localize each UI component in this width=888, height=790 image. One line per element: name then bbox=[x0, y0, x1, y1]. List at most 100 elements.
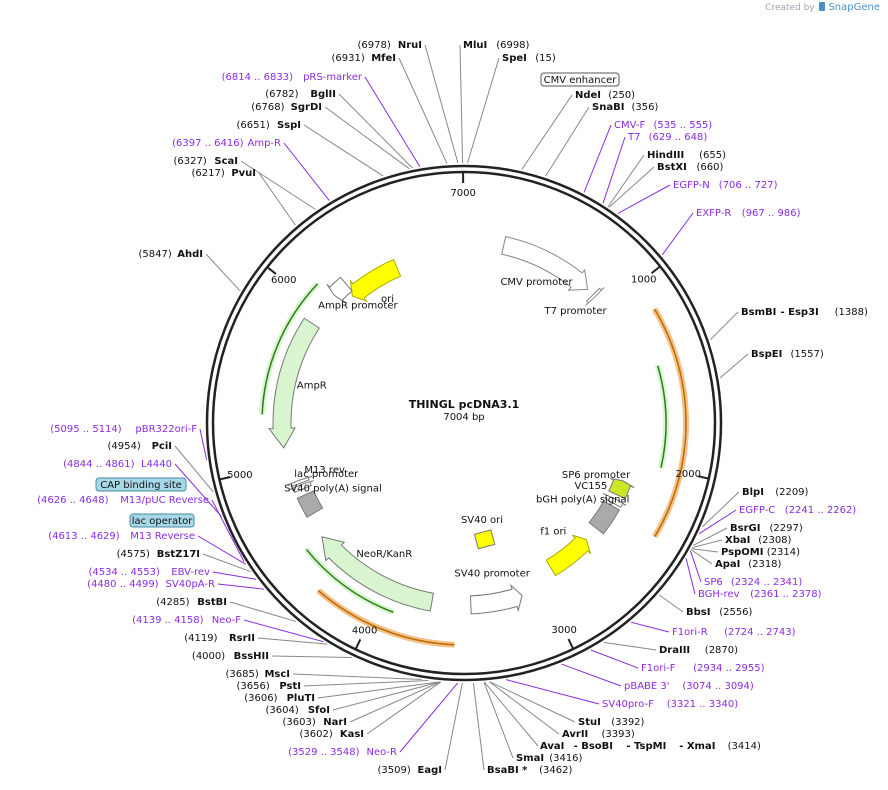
site-position: (2934 .. 2955) bbox=[693, 663, 765, 674]
site-name: MfeI bbox=[371, 53, 396, 64]
sv40-ori-box bbox=[473, 529, 496, 550]
enzyme-label: StuI(3392) bbox=[578, 717, 645, 728]
site-position: (6768) bbox=[251, 102, 284, 113]
site-position: (4613 .. 4629) bbox=[48, 531, 120, 542]
ruler-tick-label: 7000 bbox=[450, 188, 475, 199]
enzyme-label: SmaI(3416) bbox=[516, 753, 583, 764]
site-position: (6814 .. 6833) bbox=[222, 72, 294, 83]
primer-label: pBABE 3'(3074 .. 3094) bbox=[624, 681, 754, 692]
feature-label: f1 ori bbox=[540, 527, 566, 538]
enzyme-label: BstXI(660) bbox=[657, 162, 723, 173]
site-position: (2318) bbox=[748, 559, 781, 570]
leader-line bbox=[489, 681, 560, 735]
site-position: (3603) bbox=[283, 717, 316, 728]
ruler-tick bbox=[697, 475, 709, 480]
feature-arrows bbox=[268, 235, 635, 615]
enzyme-label: BssHII(4000) bbox=[192, 651, 269, 662]
ruler-tick-label: 3000 bbox=[551, 625, 576, 636]
site-name: RsrII bbox=[229, 633, 255, 644]
site-name: EXFP-R bbox=[696, 208, 731, 219]
site-position: (3685) bbox=[226, 669, 259, 680]
site-position: (2308) bbox=[758, 535, 791, 546]
site-position: (4626 .. 4648) bbox=[37, 495, 109, 506]
site-name: NarI bbox=[323, 717, 347, 728]
feature-label: SV40 ori bbox=[461, 515, 503, 526]
leader-line bbox=[607, 154, 645, 207]
site-position: (3393) bbox=[602, 729, 635, 740]
ruler-tick-label: 4000 bbox=[352, 625, 377, 636]
site-position: (5095 .. 5114) bbox=[50, 424, 122, 435]
site-name: F1ori-R bbox=[672, 627, 708, 638]
site-name: KasI bbox=[340, 729, 364, 740]
site-name: BsrGI bbox=[730, 523, 760, 534]
leader-line bbox=[505, 679, 600, 705]
enzyme-label: DraIII(2870) bbox=[659, 645, 738, 656]
backbone-outer-ring bbox=[205, 164, 723, 682]
site-name: Amp-R bbox=[248, 138, 282, 149]
boxed-feature-label: CAP binding site bbox=[95, 477, 187, 492]
site-position: (4954) bbox=[108, 441, 141, 452]
primer-label: L4440(4844 .. 4861) bbox=[63, 459, 172, 470]
feature-label: SV40 poly(A) signal bbox=[284, 484, 382, 495]
site-name: BstXI bbox=[657, 162, 687, 173]
primer-label: SP6(2324 .. 2341) bbox=[704, 577, 802, 588]
site-name: BspEI bbox=[751, 349, 782, 360]
feature-label: bGH poly(A) signal bbox=[536, 495, 629, 506]
site-name: PspOMI bbox=[721, 547, 763, 558]
site-position: (6217) bbox=[192, 168, 225, 179]
snapgene-watermark: Created by SnapGene bbox=[765, 2, 880, 13]
green-arc-line bbox=[261, 283, 319, 415]
leader-line bbox=[699, 509, 737, 535]
site-name: BsmBI bbox=[741, 307, 776, 318]
feature-arrow bbox=[469, 583, 523, 615]
site-name: ApaI bbox=[715, 559, 740, 570]
site-position: (2556) bbox=[719, 607, 752, 618]
site-position: (3602) bbox=[300, 729, 333, 740]
boxed-label-text: lac operator bbox=[132, 516, 193, 527]
leader-line bbox=[212, 571, 257, 580]
leader-line bbox=[271, 655, 352, 658]
leader-line bbox=[174, 463, 222, 517]
feature-label: CMV promoter bbox=[500, 277, 573, 288]
leader-line bbox=[709, 311, 739, 341]
site-position: (4000) bbox=[192, 651, 225, 662]
enzyme-label: EagI(3509) bbox=[378, 765, 442, 776]
site-name: EagI bbox=[418, 765, 442, 776]
created-by-text: Created by bbox=[765, 3, 815, 13]
primer-label: M13 Reverse (4613 .. 4629) bbox=[48, 531, 195, 542]
feature-label: VC155 bbox=[574, 481, 607, 492]
ruler-tick bbox=[354, 639, 362, 650]
site-position: (3529 .. 3548) bbox=[288, 747, 360, 758]
enzyme-label: BglII(6782) bbox=[265, 89, 336, 100]
site-position: (2209) bbox=[775, 487, 808, 498]
snapgene-brand: SnapGene bbox=[828, 2, 880, 13]
leader-line bbox=[424, 44, 459, 164]
site-name: PstI bbox=[279, 681, 301, 692]
site-name: SV40pA-R bbox=[166, 579, 215, 590]
enzyme-label: ScaI(6327) bbox=[174, 156, 238, 167]
leader-line bbox=[561, 663, 622, 687]
site-name: F1ori-F bbox=[641, 663, 676, 674]
site-name-extra: - Esp3I bbox=[781, 307, 819, 318]
site-name: SgrDI bbox=[291, 102, 322, 113]
site-name: StuI bbox=[578, 717, 601, 728]
site-name: MscI bbox=[264, 669, 290, 680]
feature-label: T7 promoter bbox=[544, 306, 608, 317]
leader-line bbox=[174, 445, 214, 493]
feature-arcs bbox=[259, 281, 689, 648]
site-position: (6397 .. 6416) bbox=[172, 138, 244, 149]
site-name: M13 Reverse bbox=[130, 531, 195, 542]
feature-arrow bbox=[326, 276, 353, 304]
site-position: (250) bbox=[608, 90, 635, 101]
enzyme-label: BbsI(2556) bbox=[686, 607, 753, 618]
site-name: Neo-F bbox=[212, 615, 242, 626]
site-name: BGH-rev bbox=[698, 589, 740, 600]
leader-line bbox=[303, 680, 429, 687]
enzyme-label: MfeI(6931) bbox=[332, 53, 396, 64]
enzyme-label: SpeI(15) bbox=[502, 53, 556, 64]
enzyme-label: RsrII(4119) bbox=[184, 633, 255, 644]
site-position: (2314) bbox=[767, 547, 800, 558]
leader-line bbox=[399, 682, 459, 753]
enzyme-label: BlpI(2209) bbox=[742, 487, 809, 498]
